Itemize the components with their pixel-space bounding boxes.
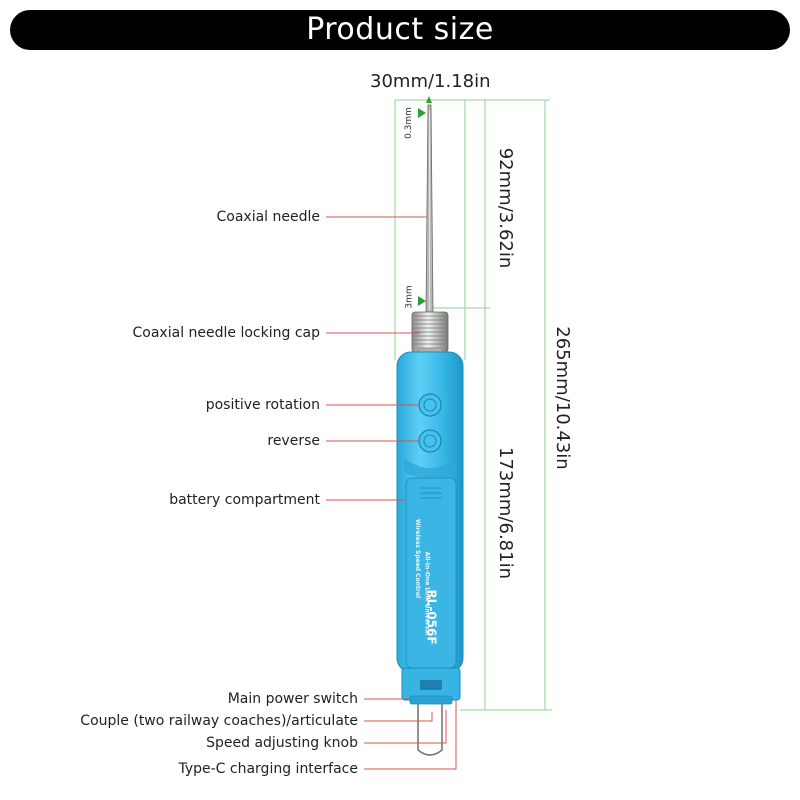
reverse-button[interactable]	[418, 429, 442, 453]
device-small-text-2: All-In-One Link Universal	[423, 551, 431, 636]
base-diameter: 3mm	[404, 285, 415, 309]
label-main-power-switch: Main power switch	[227, 691, 358, 707]
label-reverse: reverse	[267, 433, 320, 449]
tip-diameter: 0.3mm	[403, 107, 414, 139]
locking-cap	[411, 311, 449, 357]
total-length-dimension: 265mm/10.43in	[552, 326, 573, 470]
label-couple: Couple (two railway coaches)/articulate	[80, 713, 358, 729]
tip-arrow	[418, 108, 426, 118]
leader-lines	[326, 216, 457, 770]
top-arrow	[426, 96, 432, 103]
dimension-lines	[394, 99, 552, 711]
label-positive-rotation: positive rotation	[205, 397, 320, 413]
label-locking-cap: Coaxial needle locking cap	[132, 325, 320, 341]
label-coaxial-needle: Coaxial needle	[216, 209, 320, 225]
device-small-text-1: Wireless Speed Control	[414, 518, 422, 599]
label-speed-knob: Speed adjusting knob	[206, 735, 358, 751]
needle-length-dimension: 92mm/3.62in	[495, 147, 516, 269]
body-length-dimension: 173mm/6.81in	[495, 447, 516, 579]
coupler-wire	[417, 704, 443, 756]
device-body	[396, 351, 464, 705]
base-arrow	[418, 296, 426, 306]
page-title: Product size	[10, 10, 790, 50]
positive-rotation-button[interactable]	[418, 393, 442, 417]
coaxial-needle	[425, 104, 434, 313]
width-dimension: 30mm/1.18in	[370, 71, 491, 92]
label-battery-compartment: battery compartment	[169, 492, 320, 508]
rotation-buttons	[418, 393, 442, 453]
label-type-c-charging: Type-C charging interface	[178, 761, 358, 777]
